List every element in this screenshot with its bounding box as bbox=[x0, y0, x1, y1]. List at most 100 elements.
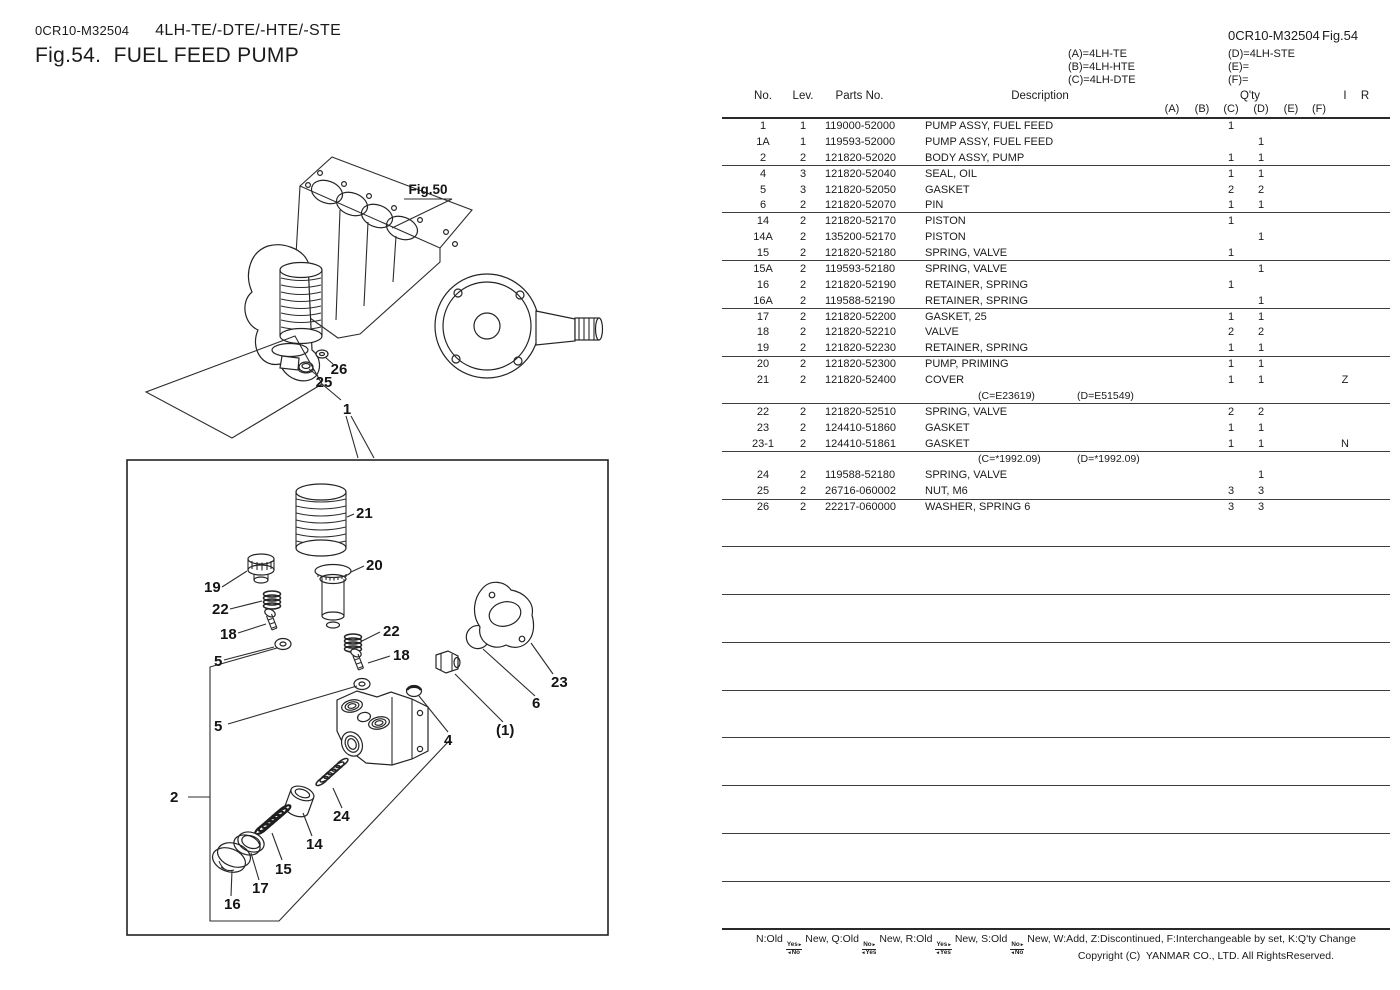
exploded-view-frame bbox=[126, 459, 609, 936]
model-list: 4LH-TE/-DTE/-HTE/-STE bbox=[155, 22, 342, 39]
part-25-nut bbox=[298, 361, 314, 374]
cell-description: PISTON bbox=[925, 231, 966, 244]
cell-qty-c: 2 bbox=[1227, 326, 1235, 339]
cell-qty-c: 2 bbox=[1227, 405, 1235, 418]
doc-code-right: 0CR10-M32504 bbox=[1228, 28, 1320, 43]
callout-17: 17 bbox=[252, 880, 269, 897]
part-23-gasket-plate bbox=[473, 581, 535, 648]
cell-lev: 2 bbox=[799, 231, 807, 244]
col-header-description: Description bbox=[1011, 90, 1069, 102]
callout-1-paren: (1) bbox=[496, 722, 514, 739]
cell-description: SPRING, VALVE bbox=[925, 405, 1008, 418]
rule-line bbox=[722, 307, 1390, 309]
col-header-r: R bbox=[1360, 90, 1370, 102]
cell-description: SPRING, VALVE bbox=[925, 262, 1008, 275]
cell-qty-c: 1 bbox=[1227, 374, 1235, 387]
qty-col-c: (C) bbox=[1223, 103, 1239, 115]
cell-qty-d: 1 bbox=[1257, 374, 1265, 387]
legend-q-arrows: NoYes bbox=[862, 941, 876, 957]
cell-qty-c: 1 bbox=[1227, 247, 1235, 260]
cell-lev: 2 bbox=[799, 421, 807, 434]
callout-25: 25 bbox=[316, 374, 333, 391]
legend-r-arrows: YesYes bbox=[935, 941, 952, 957]
cell-description: NUT, M6 bbox=[925, 485, 968, 498]
rule-line bbox=[722, 260, 1390, 262]
legend-q-tail: New, bbox=[879, 933, 903, 945]
note-row: (C=*1992.09)(D=*1992.09) bbox=[722, 452, 1390, 468]
cell-no: 25 bbox=[756, 485, 770, 498]
cell-lev: 2 bbox=[799, 342, 807, 355]
note-d: (D=E51549) bbox=[1077, 389, 1134, 402]
cell-parts-no: 121820-52300 bbox=[825, 358, 896, 371]
cell-lev: 2 bbox=[799, 199, 807, 212]
rule-line bbox=[722, 928, 1390, 931]
legend-n-tail: New, bbox=[805, 933, 829, 945]
rule-line bbox=[722, 594, 1390, 596]
part-17-gasket-ring bbox=[233, 831, 265, 856]
cell-no: 20 bbox=[756, 358, 770, 371]
legend-r-bottom: Yes bbox=[936, 949, 951, 957]
callout-5-lower: 5 bbox=[214, 718, 222, 735]
legend-s-arrows: NoNo bbox=[1010, 941, 1025, 957]
cell-parts-no: 119588-52180 bbox=[825, 469, 896, 482]
part-4-oil-seal bbox=[405, 684, 423, 698]
cell-description: WASHER, SPRING 6 bbox=[925, 501, 1031, 514]
cell-no: 16A bbox=[753, 294, 773, 307]
part-5-gasket-left bbox=[274, 637, 292, 651]
part-1-hex-fitting bbox=[435, 650, 461, 674]
cell-qty-d: 1 bbox=[1257, 421, 1265, 434]
part-5-gasket-right bbox=[353, 677, 371, 691]
cell-parts-no: 121820-52170 bbox=[825, 215, 896, 228]
cell-no: 21 bbox=[756, 374, 770, 387]
callout-19: 19 bbox=[204, 579, 221, 596]
cell-qty-c: 3 bbox=[1227, 501, 1235, 514]
col-header-lev: Lev. bbox=[792, 90, 814, 102]
rule-line bbox=[722, 785, 1390, 787]
note-c: (C=*1992.09) bbox=[978, 453, 1041, 466]
cell-no: 24 bbox=[756, 469, 770, 482]
part-20-priming-pump bbox=[314, 563, 352, 629]
copyright-notice: Copyright (C) YANMAR CO., LTD. All Right… bbox=[1077, 950, 1334, 962]
model-legend-column-2: (D)=4LH-STE (E)= (F)= bbox=[1228, 48, 1295, 88]
rule-line bbox=[722, 498, 1390, 500]
cell-lev: 2 bbox=[799, 278, 807, 291]
cell-qty-c: 1 bbox=[1227, 421, 1235, 434]
cell-no: 5 bbox=[759, 183, 767, 196]
cell-lev: 2 bbox=[799, 405, 807, 418]
cell-no: 14 bbox=[756, 215, 770, 228]
rule-line bbox=[722, 689, 1390, 691]
cell-qty-c: 1 bbox=[1227, 278, 1235, 291]
doc-code-left: 0CR10-M32504 bbox=[35, 23, 130, 38]
cell-lev: 2 bbox=[799, 262, 807, 275]
callout-20: 20 bbox=[366, 557, 383, 574]
cell-parts-no: 124410-51860 bbox=[825, 421, 896, 434]
note-row: (C=E23619)(D=E51549) bbox=[722, 389, 1390, 405]
part-26-washer bbox=[315, 349, 329, 359]
cell-lev: 2 bbox=[799, 294, 807, 307]
cell-qty-c: 1 bbox=[1227, 120, 1235, 132]
cell-lev: 3 bbox=[799, 167, 807, 180]
qty-col-e: (E) bbox=[1283, 103, 1299, 115]
cell-qty-c: 1 bbox=[1227, 199, 1235, 212]
cell-description: PUMP, PRIMING bbox=[925, 358, 1009, 371]
rule-line bbox=[722, 880, 1390, 882]
cell-parts-no: 121820-52200 bbox=[825, 310, 896, 323]
cell-qty-d: 3 bbox=[1257, 501, 1265, 514]
model-legend-e: (E)= bbox=[1228, 61, 1250, 74]
cell-description: BODY ASSY, PUMP bbox=[925, 151, 1025, 164]
cell-parts-no: 135200-52170 bbox=[825, 231, 896, 244]
callout-18-left: 18 bbox=[220, 626, 237, 643]
col-header-i: I bbox=[1343, 90, 1347, 102]
cell-qty-d: 1 bbox=[1257, 469, 1265, 482]
callout-22-left: 22 bbox=[212, 601, 229, 618]
cell-lev: 2 bbox=[799, 326, 807, 339]
cell-description: PUMP ASSY, FUEL FEED bbox=[925, 135, 1054, 148]
